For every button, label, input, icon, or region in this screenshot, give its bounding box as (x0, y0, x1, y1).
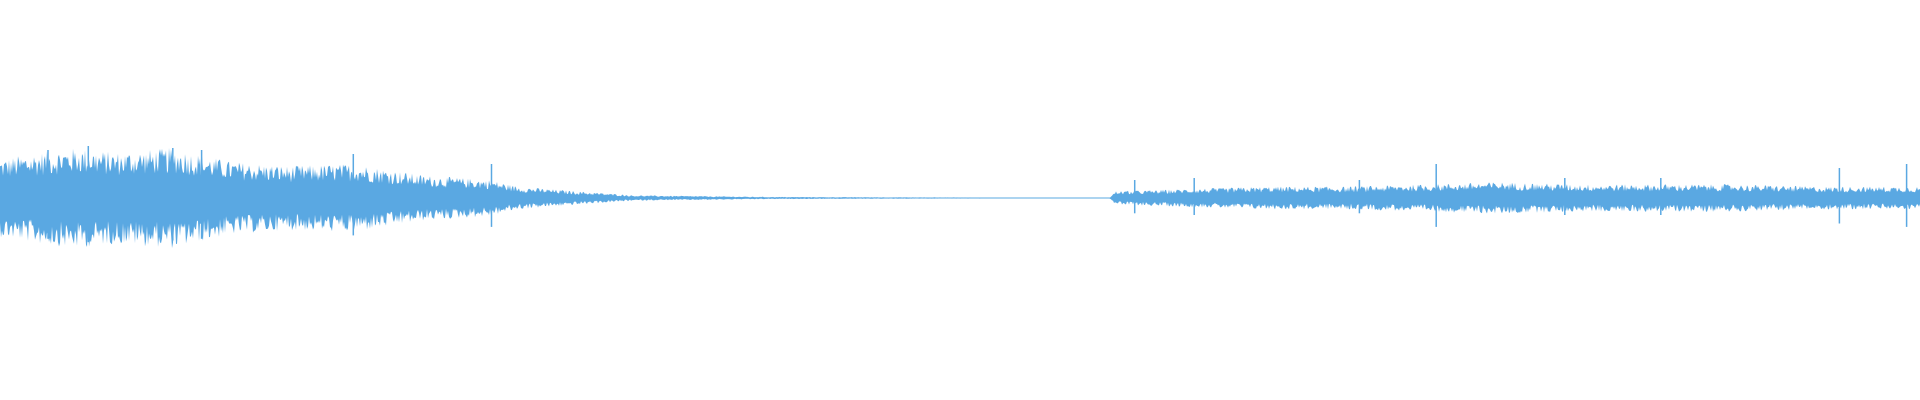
waveform-body (0, 147, 1920, 249)
waveform-spikes (47, 146, 1908, 243)
